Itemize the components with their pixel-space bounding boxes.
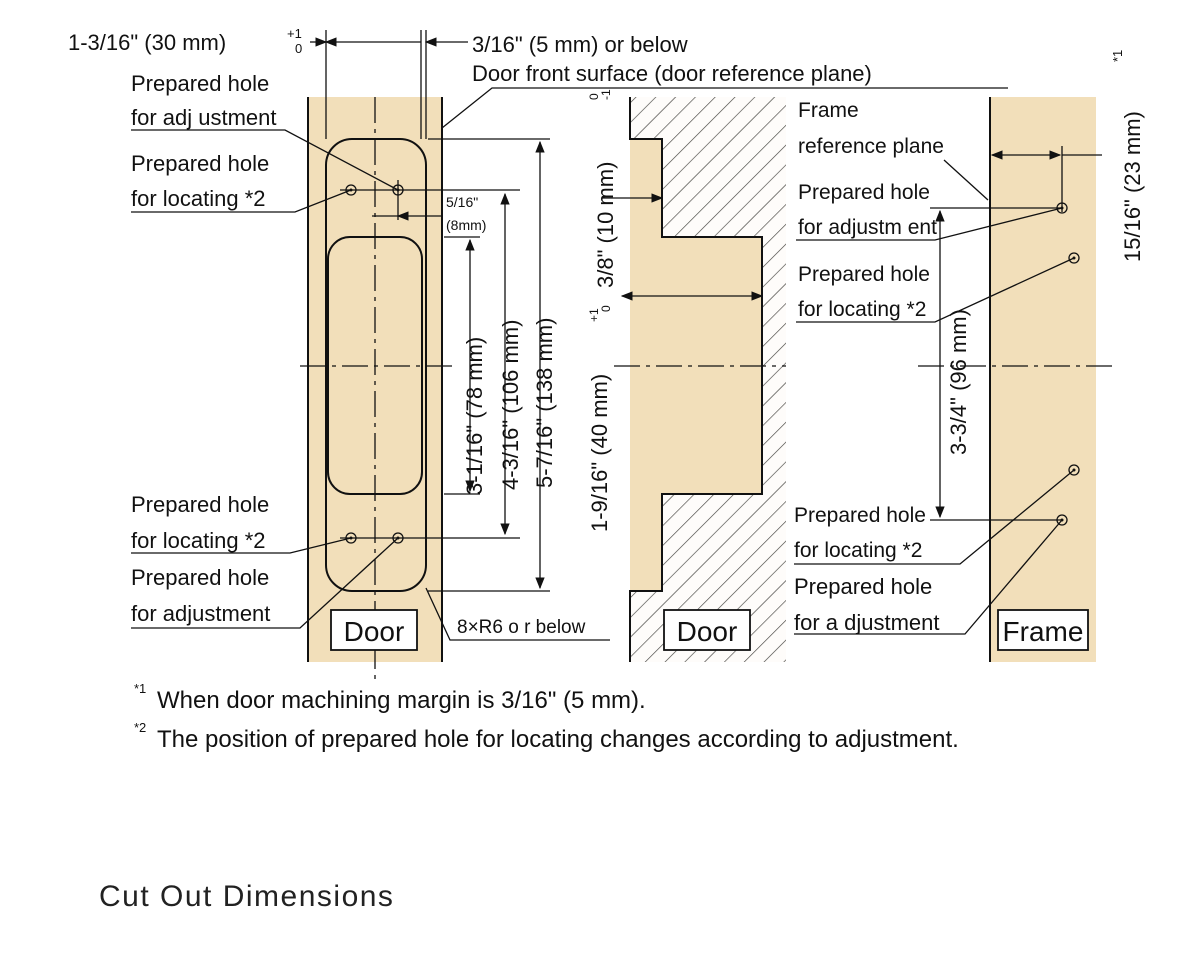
top-width-tol-upper: +1 [287, 26, 302, 41]
top-width-dim: 1-3/16" (30 mm) [68, 30, 226, 55]
label-locate-bottom-l2: for locating *2 [131, 528, 266, 553]
note-2-text: The position of prepared hole for locati… [157, 726, 959, 753]
depth-10mm-dim: 3/8" (10 mm) [593, 162, 618, 288]
door-section-tag: Door [677, 616, 738, 647]
depth-10-tol-lower: -1 [599, 89, 613, 100]
dim-78mm: 3-1/16" (78 mm) [462, 337, 487, 495]
frame-locate-bottom-l2: for locating *2 [794, 539, 922, 562]
door-section-hatch [630, 97, 786, 662]
top-width-tol-lower: 0 [295, 41, 302, 56]
door-face-tag: Door [344, 616, 405, 647]
door-section-panel: 3/8" (10 mm) 0 -1 1-9/16" (40 mm) +1 0 D… [587, 89, 786, 662]
caption-title: Cut Out Dimensions [99, 880, 395, 913]
corner-radius-label: 8×R6 o r below [457, 617, 586, 638]
depth-40-tol-upper: +1 [587, 308, 601, 322]
depth-10-tol-upper: 0 [587, 93, 601, 100]
frame-locate-bottom-l1: Prepared hole [794, 504, 926, 527]
depth-40-tol-lower: 0 [599, 305, 613, 312]
label-locate-top-l1: Prepared hole [131, 151, 269, 176]
frame-adjust-top-l2: for adjustm ent [798, 216, 937, 239]
cutout-outline [325, 138, 427, 592]
frame-ref-plane-l2: reference plane [798, 135, 944, 158]
door-face-panel: Door 1-3/16" (30 mm) +1 0 3/16" (5 mm) o… [68, 26, 1008, 680]
offset-dim-l2: (8mm) [446, 217, 486, 233]
label-adjust-bottom-l1: Prepared hole [131, 565, 269, 590]
dim-106mm: 4-3/16" (106 mm) [498, 320, 523, 490]
frame-locate-top-l2: for locating *2 [798, 298, 926, 321]
note-1-mark: *1 [134, 681, 146, 696]
frame-ref-plane-l1: Frame [798, 99, 859, 122]
label-adjust-bottom-l2: for adjustment [131, 601, 270, 626]
footnotes: *1 When door machining margin is 3/16" (… [134, 681, 959, 753]
dim-23mm-note: *1 [1110, 50, 1125, 62]
frame-locate-top-l1: Prepared hole [798, 263, 930, 286]
frame-adjust-top-l1: Prepared hole [798, 181, 930, 204]
frame-tag: Frame [1003, 616, 1084, 647]
label-adjust-top-l2: for adj ustment [131, 105, 277, 130]
dim-23mm: 15/16" (23 mm) [1120, 111, 1145, 262]
door-front-surface-label: Door front surface (door reference plane… [472, 61, 872, 86]
note-1-text: When door machining margin is 3/16" (5 m… [157, 687, 646, 714]
note-2-mark: *2 [134, 720, 146, 735]
frame-panel: Frame reference plane Prepared hole for … [794, 50, 1145, 662]
dim-96mm: 3-3/4" (96 mm) [946, 309, 971, 455]
offset-dim-l1: 5/16" [446, 194, 478, 210]
frame-wood [990, 97, 1096, 662]
label-adjust-top-l1: Prepared hole [131, 71, 269, 96]
label-locate-top-l2: for locating *2 [131, 186, 266, 211]
dim-138mm: 5-7/16" (138 mm) [532, 318, 557, 488]
label-locate-bottom-l1: Prepared hole [131, 492, 269, 517]
frame-adjust-bottom-l2: for a djustment [794, 610, 940, 635]
frame-adjust-bottom-l1: Prepared hole [794, 574, 932, 599]
depth-40mm-dim: 1-9/16" (40 mm) [587, 374, 612, 532]
top-margin-dim: 3/16" (5 mm) or below [472, 32, 688, 57]
